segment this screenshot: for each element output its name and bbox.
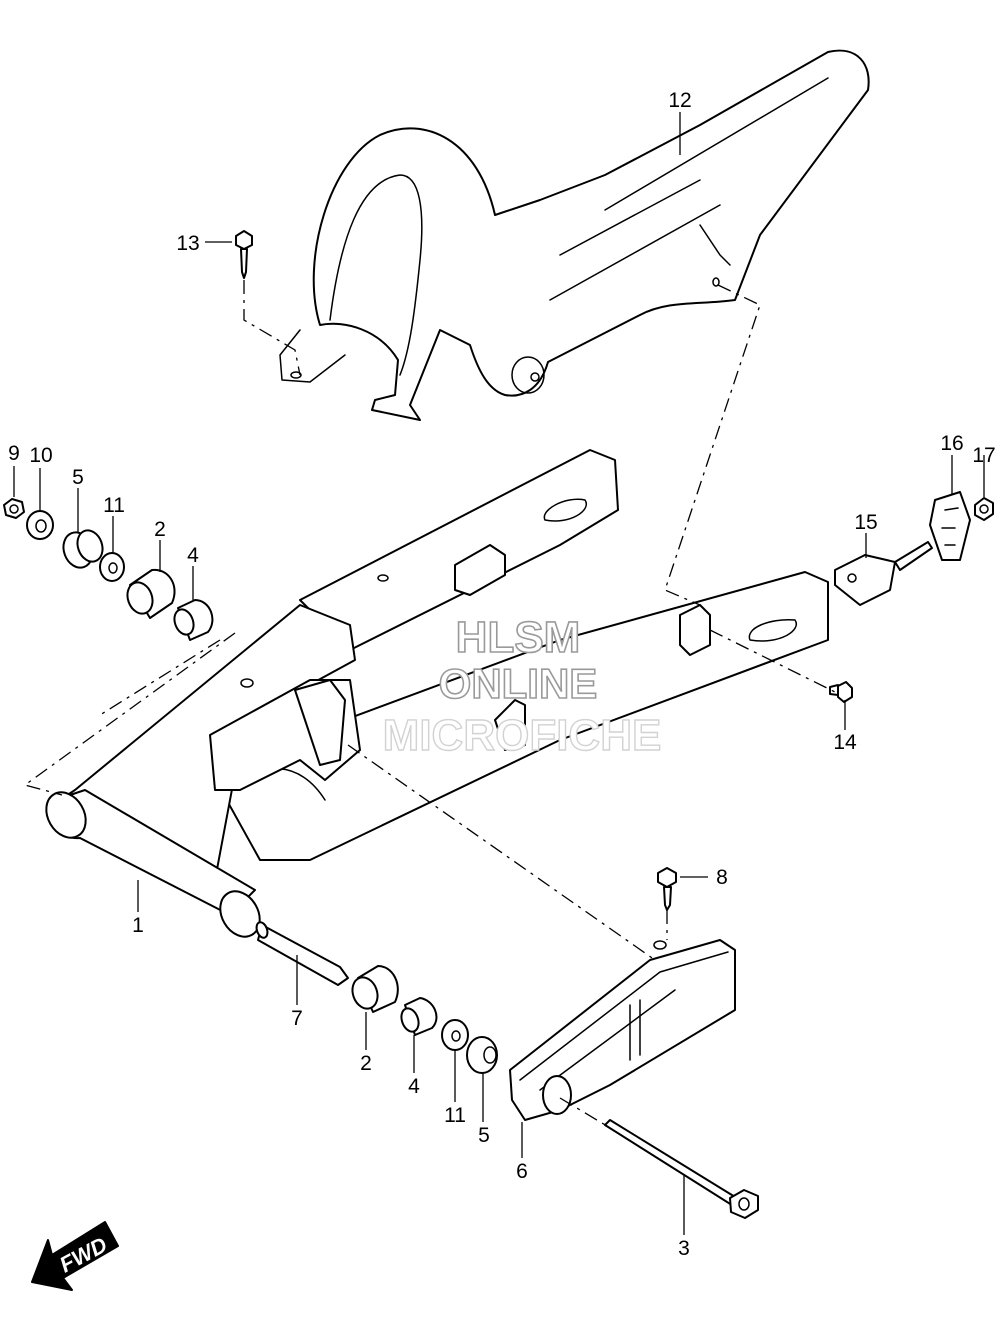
callout-1: 1 <box>132 914 144 937</box>
callout-15: 15 <box>854 511 877 534</box>
callout-8: 8 <box>716 866 728 889</box>
chain-slider <box>509 939 736 1121</box>
bolt-3 <box>604 1119 759 1219</box>
callout-17: 17 <box>972 444 995 467</box>
callout-4-left: 4 <box>187 544 199 567</box>
bolt-8 <box>657 867 708 911</box>
callout-2-right: 2 <box>360 1052 372 1075</box>
callout-5-left: 5 <box>72 466 84 489</box>
callout-11-left: 11 <box>103 494 125 517</box>
bolt-13 <box>205 230 253 279</box>
chain-case <box>279 49 870 421</box>
callout-16: 16 <box>940 432 963 455</box>
hardware-right <box>255 921 498 1074</box>
callout-3: 3 <box>678 1237 690 1260</box>
swing-arm <box>45 449 829 938</box>
callout-10: 10 <box>29 444 52 467</box>
callout-13: 13 <box>176 232 199 255</box>
callout-5-right: 5 <box>478 1124 490 1147</box>
watermark-line-1: HLSM <box>456 613 581 662</box>
watermark-line-2: ONLINE <box>439 660 598 707</box>
callout-12: 12 <box>668 89 691 112</box>
callout-7: 7 <box>291 1007 303 1030</box>
callout-11-right: 11 <box>444 1104 466 1127</box>
fwd-arrow-icon: FWD <box>31 1221 119 1291</box>
watermark-line-3: MICROFICHE <box>383 711 662 760</box>
chain-adjuster <box>834 491 994 606</box>
watermark: HLSM ONLINE MICROFICHE <box>382 612 662 761</box>
bolt-14 <box>829 681 853 703</box>
hardware-left <box>3 498 214 641</box>
callouts: 12 13 9 10 5 11 2 4 16 17 15 14 8 1 7 2 … <box>8 89 996 1260</box>
callout-14: 14 <box>833 731 857 754</box>
assembly-lines <box>23 280 836 1127</box>
callout-9: 9 <box>8 442 20 465</box>
leader-lines <box>13 112 985 1235</box>
callout-4-right: 4 <box>408 1075 420 1098</box>
callout-2-left: 2 <box>154 518 166 541</box>
callout-6: 6 <box>516 1160 528 1183</box>
